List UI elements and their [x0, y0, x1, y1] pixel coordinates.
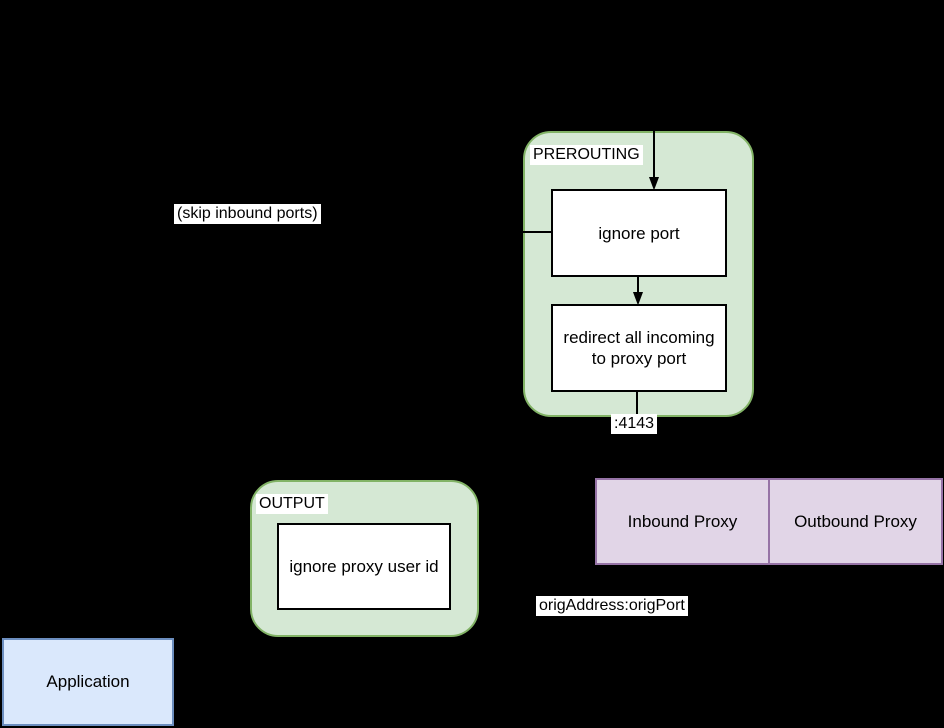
- node-ignore-port: ignore port: [551, 189, 727, 277]
- edge-skip-inbound-ports-arrow: [84, 231, 551, 640]
- output-chain-label: OUTPUT: [256, 494, 328, 514]
- prerouting-chain-label: PREROUTING: [530, 145, 643, 165]
- edge-ignore-port-to-redirect-arrow: [632, 277, 644, 306]
- proxy-port-4143-label: :4143: [611, 414, 658, 434]
- outbound-proxy-node: Outbound Proxy: [770, 478, 943, 565]
- skip-inbound-ports-label: (skip inbound ports): [174, 204, 321, 224]
- node-ignore-proxy-user-id: ignore proxy user id: [277, 523, 451, 610]
- proxy-row: Inbound Proxy Outbound Proxy: [595, 478, 943, 565]
- node-redirect-all-incoming: redirect all incoming to proxy port: [551, 304, 727, 392]
- application-node: Application: [2, 638, 174, 726]
- inbound-proxy-node: Inbound Proxy: [595, 478, 770, 565]
- edge-inbound-traffic-arrow: [648, 40, 660, 191]
- orig-address-port-label: origAddress:origPort: [536, 596, 688, 616]
- edge-redirect-to-inbound-proxy-arrow: [631, 392, 643, 480]
